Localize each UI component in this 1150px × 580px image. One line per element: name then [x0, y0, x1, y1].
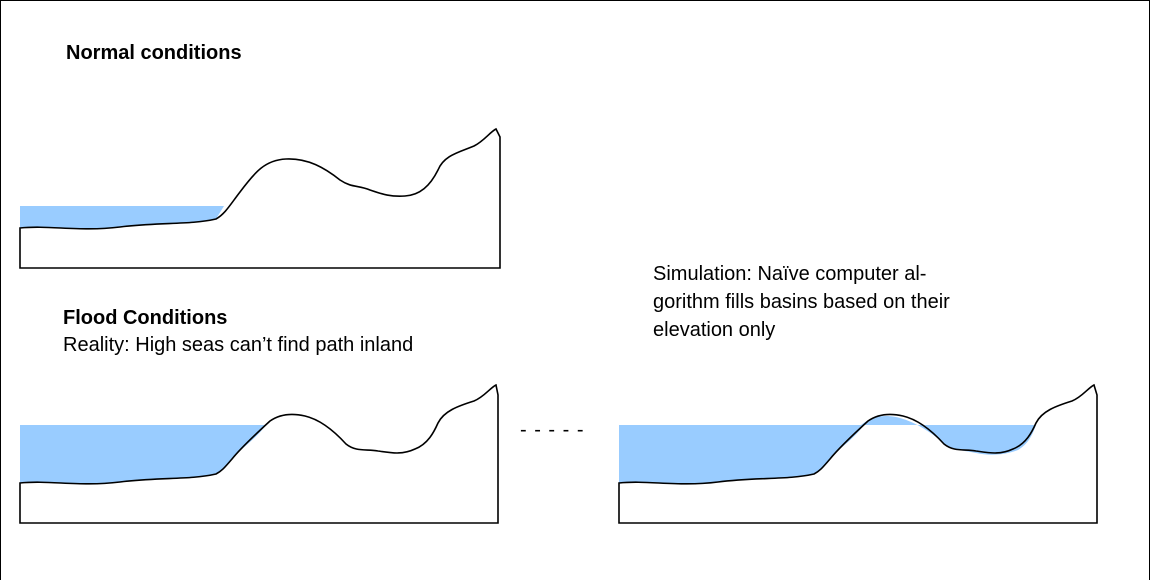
high-sea-water [619, 425, 864, 484]
terrain-outline [19, 383, 499, 524]
basin-water [861, 416, 1036, 455]
terrain-outline [618, 383, 1098, 524]
flood-conditions-title: Flood Conditions [63, 307, 228, 329]
simulation-caption-line-1: Simulation: Naïve computer al- [653, 263, 927, 285]
connector-dashes: - - - - - [520, 419, 585, 441]
reality-caption: Reality: High seas can’t find path inlan… [63, 334, 414, 356]
high-sea-water [20, 425, 266, 484]
simulation-caption-line-2: gorithm fills basins based on their [653, 291, 950, 313]
normal-conditions-title: Normal conditions [66, 42, 242, 64]
terrain-outline [19, 127, 501, 269]
simulation-caption-line-3: elevation only [653, 319, 776, 341]
